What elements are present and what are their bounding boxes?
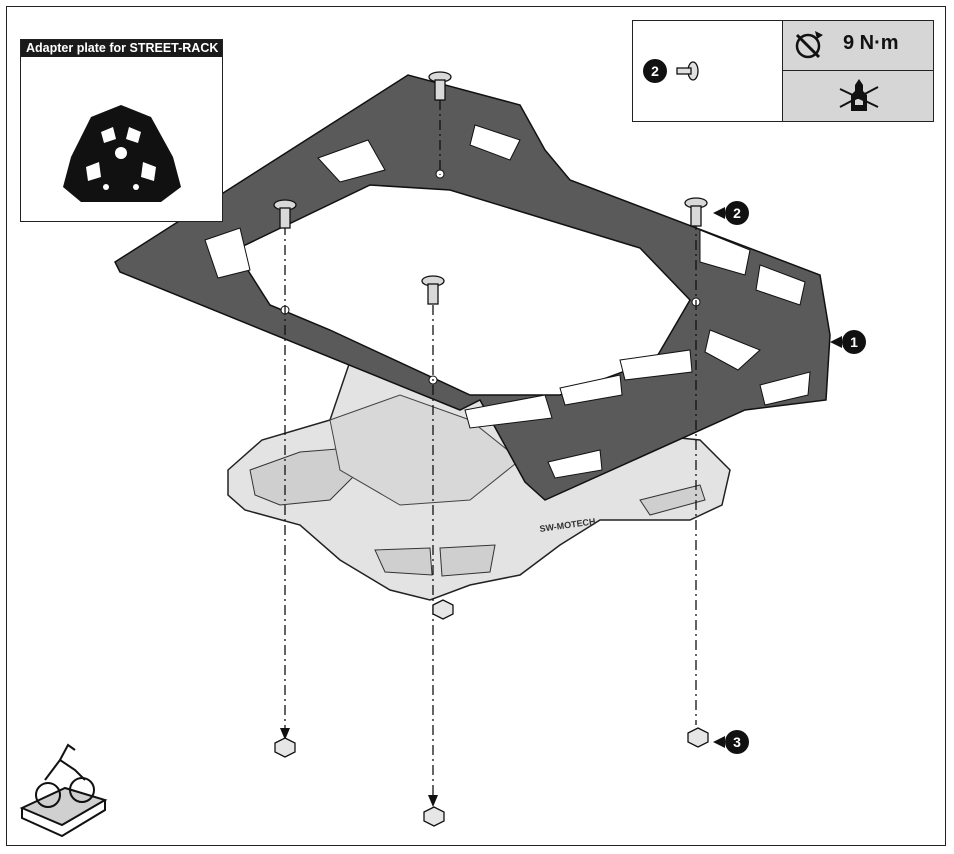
- callout-arrow: [830, 336, 842, 348]
- adapter-plate-inset: Adapter plate for STREET-RACK: [20, 39, 223, 222]
- callout-nut: 3: [725, 730, 749, 754]
- nut-icon: [274, 599, 709, 827]
- torque-wrench-icon: [795, 31, 823, 59]
- diagram-frame: [6, 6, 946, 846]
- threadlocker-cell: [783, 71, 933, 121]
- callout-arrow: [713, 207, 725, 219]
- callout-arrow: [713, 736, 725, 748]
- torque-part-cell: 2: [633, 21, 783, 121]
- street-rack-base: SW-MOTECH: [227, 317, 731, 601]
- torque-value-cell: 9 N·m: [783, 21, 933, 71]
- torque-spec-box: 2 9 N·m: [632, 20, 934, 122]
- bolt-icon: [273, 71, 708, 305]
- assembly-arrows: [280, 728, 438, 807]
- no-threadlocker-icon: [839, 79, 879, 111]
- adapter-plate: [114, 74, 831, 501]
- adapter-plate-thumbnail: [63, 105, 181, 202]
- callout-bolt: 2: [643, 59, 667, 83]
- callout-bolt: 2: [725, 201, 749, 225]
- bolt-icon: [676, 61, 699, 81]
- callout-plate: 1: [842, 330, 866, 354]
- inset-title: Adapter plate for STREET-RACK: [21, 40, 222, 57]
- motorcycle-on-stand-icon: [19, 743, 108, 838]
- torque-value: 9 N·m: [843, 32, 899, 54]
- assembly-axis-lines: [284, 100, 697, 805]
